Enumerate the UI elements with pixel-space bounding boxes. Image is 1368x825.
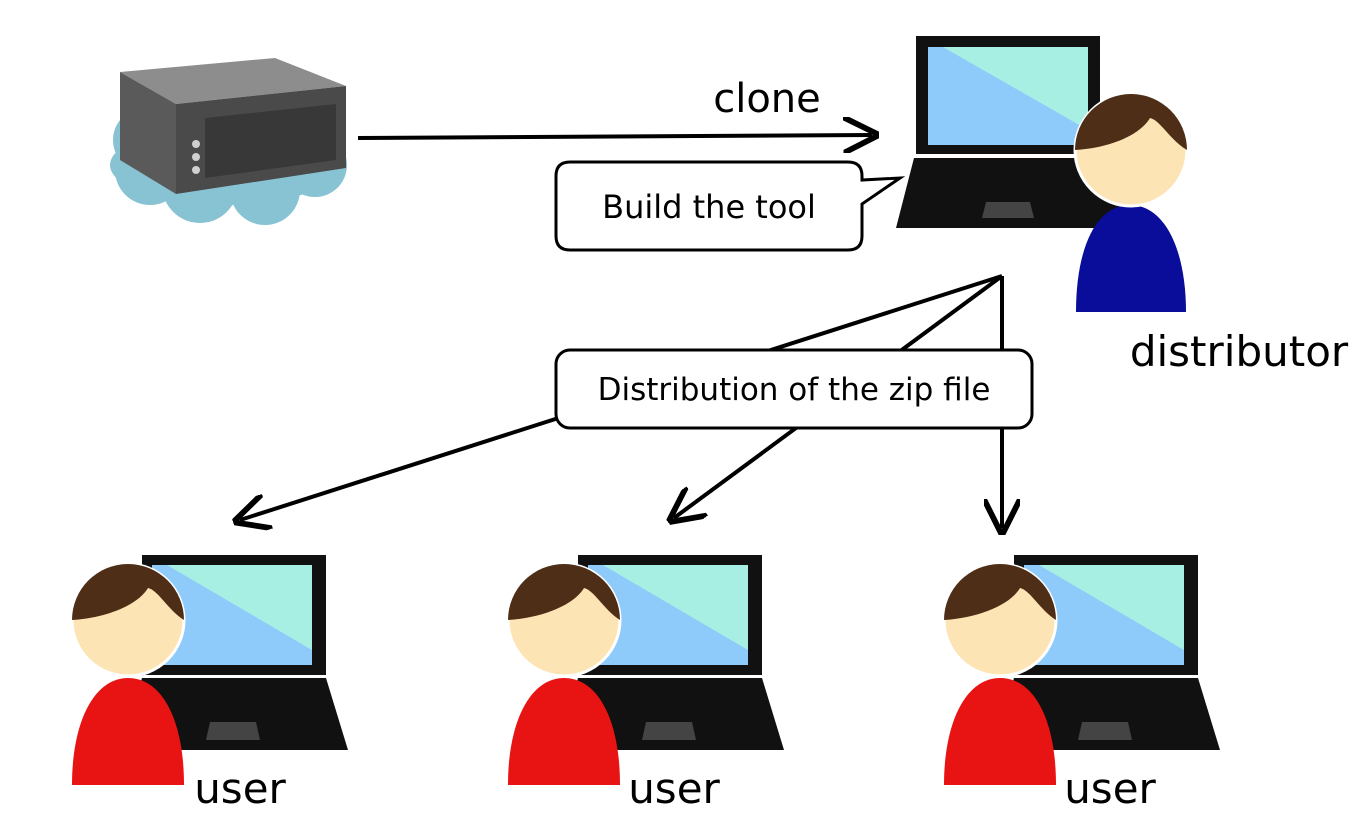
distributor-label: distributor (1130, 327, 1349, 376)
distribution-label-box: Distribution of the zip file (554, 348, 1034, 430)
distribution-label: Distribution of the zip file (598, 372, 991, 408)
user-2-label: user (628, 764, 720, 813)
build-speech-bubble: Build the tool (554, 160, 906, 252)
user-3-group: user (942, 555, 1220, 813)
build-label: Build the tool (602, 188, 816, 226)
user-2-person-icon (506, 562, 622, 785)
distributor-laptop-icon (896, 36, 1128, 228)
cloud-server-icon (110, 58, 347, 225)
user-3-label: user (1064, 764, 1156, 813)
clone-label: clone (713, 76, 821, 122)
user-3-person-icon (942, 562, 1058, 785)
distributor-person-icon (1073, 92, 1189, 312)
user-1-label: user (194, 764, 286, 813)
server-box (120, 58, 346, 194)
user-1-person-icon (70, 562, 186, 785)
user-1-group: user (70, 555, 348, 813)
clone-arrow (357, 135, 872, 138)
user-2-group: user (506, 555, 784, 813)
